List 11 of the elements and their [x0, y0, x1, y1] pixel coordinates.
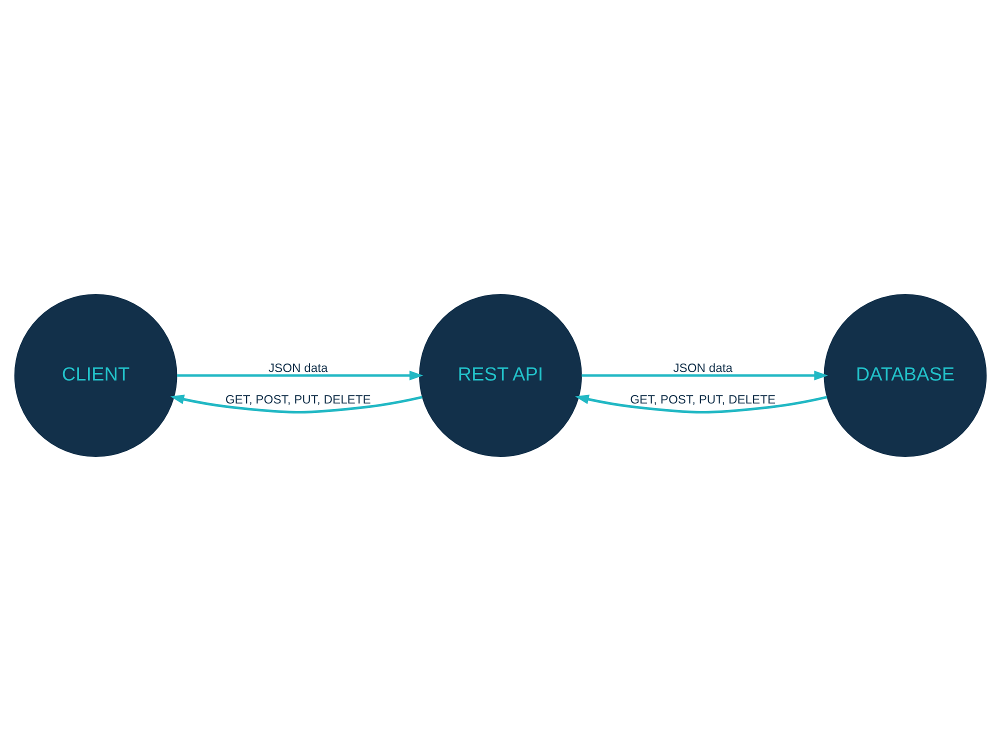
edge-label: JSON data [268, 360, 328, 375]
arrow [170, 394, 422, 414]
arrow [176, 370, 423, 380]
edge-label: GET, POST, PUT, DELETE [224, 392, 370, 406]
arrow [574, 394, 827, 414]
node-circle: DATABASE [823, 294, 986, 456]
arrow [581, 370, 828, 380]
node-circle: CLIENT [14, 294, 177, 456]
edge-label: GET, POST, PUT, DELETE [630, 392, 776, 406]
node-circle: REST API [418, 294, 582, 456]
edge-label: JSON data [672, 360, 732, 375]
